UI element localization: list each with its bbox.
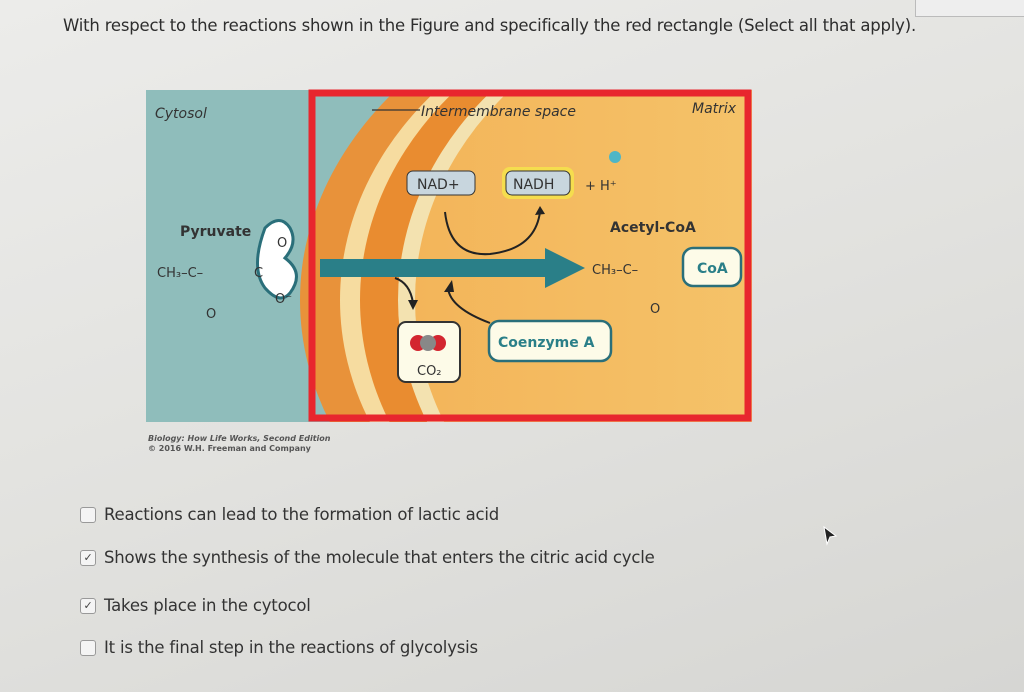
question-text: With respect to the reactions shown in t… <box>63 16 917 35</box>
h-plus-label: + H⁺ <box>585 179 617 194</box>
co2-label: CO₂ <box>417 364 442 379</box>
red-rectangle <box>308 89 752 422</box>
credit-line-1: Biology: How Life Works, Second Edition <box>148 434 331 443</box>
reaction-arrow-head <box>545 248 585 288</box>
checkbox-unchecked[interactable] <box>80 639 96 656</box>
acetyl-o: O <box>650 302 660 317</box>
checkbox-checked[interactable]: ✓ <box>80 549 96 566</box>
mouse-cursor-icon <box>823 526 838 546</box>
checkbox-checked[interactable]: ✓ <box>80 597 96 614</box>
coa-box <box>681 246 743 288</box>
intermembrane-label: Intermembrane space <box>421 104 576 120</box>
option-cytosol[interactable]: ✓ Takes place in the cytocol <box>80 596 311 615</box>
pyruvate-formula: CH₃–C– <box>157 266 203 281</box>
option-citric-acid-cycle[interactable]: ✓ Shows the synthesis of the molecule th… <box>80 548 655 567</box>
nadh-label: NADH <box>513 177 554 193</box>
option-lactic-acid[interactable]: Reactions can lead to the formation of l… <box>80 505 499 524</box>
carboxyl-group-highlight <box>256 219 298 300</box>
coa-label: CoA <box>697 261 728 277</box>
cytosol-label: Cytosol <box>155 106 207 122</box>
acetyl-formula: CH₃–C– <box>592 263 638 278</box>
checkbox-unchecked[interactable] <box>80 506 96 523</box>
acetyl-coa-label: Acetyl-CoA <box>610 220 696 236</box>
nad-label: NAD+ <box>417 177 460 193</box>
option-label: Takes place in the cytocol <box>104 596 311 615</box>
pyruvate-carboxyl-c: C <box>254 266 263 281</box>
nad-reduction-arrow <box>444 211 541 256</box>
proton-icon <box>609 151 621 163</box>
credit-line-2: © 2016 W.H. Freeman and Company <box>148 444 312 453</box>
option-label: It is the final step in the reactions of… <box>104 638 478 657</box>
top-right-panel-edge <box>915 0 1024 17</box>
option-label: Shows the synthesis of the molecule that… <box>104 548 655 567</box>
pyruvate-o-top: O <box>277 236 287 251</box>
coenzyme-a-label: Coenzyme A <box>498 335 595 351</box>
pyruvate-o-bottom: O <box>206 307 216 322</box>
pyruvate-o-minus: O⁻ <box>275 292 292 307</box>
pyruvate-label: Pyruvate <box>180 224 251 240</box>
reaction-arrow-shaft <box>320 259 555 277</box>
nad-box <box>406 170 476 196</box>
co2-release-arrow <box>394 277 414 304</box>
option-label: Reactions can lead to the formation of l… <box>104 505 500 524</box>
nadh-box <box>505 170 571 196</box>
carbon-atom-icon <box>420 335 436 351</box>
matrix-label: Matrix <box>692 101 737 117</box>
option-glycolysis-final-step[interactable]: It is the final step in the reactions of… <box>80 638 478 657</box>
coenzyme-a-box <box>487 319 613 363</box>
